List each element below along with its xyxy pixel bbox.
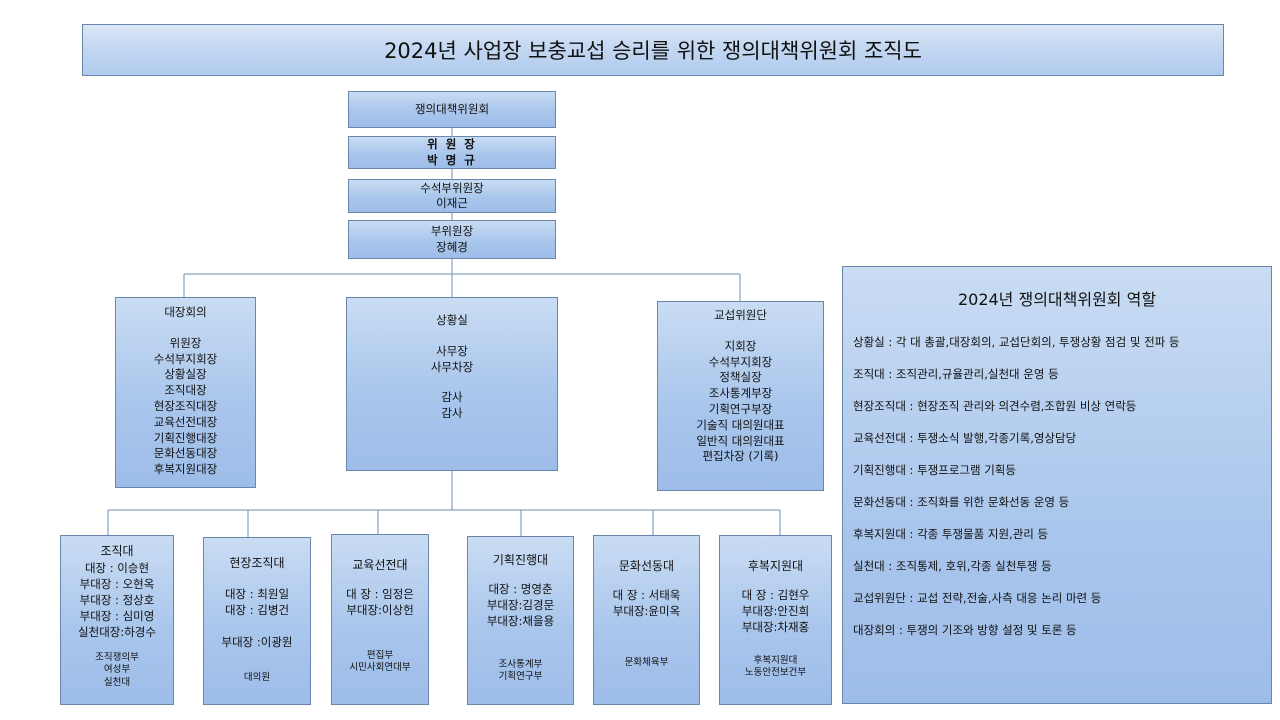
committee-box: 쟁의대책위원회	[348, 91, 556, 128]
dept-field-organizing: 현장조직대 대장 : 최원일 대장 : 김병건 부대장 :이광원 대의원	[203, 537, 311, 705]
dept-leader: 대 장 : 김현우	[741, 587, 810, 602]
senior-vice-name: 이재근	[436, 196, 468, 210]
dept-leader: 대장 : 이승현	[84, 560, 150, 575]
dept-leader: 부대장:채을용	[486, 613, 555, 628]
leaders-meeting-member: 조직대장	[164, 383, 207, 398]
leaders-meeting-member: 현장조직대장	[153, 398, 218, 413]
negotiation-team-member: 기획연구부장	[708, 401, 773, 416]
leaders-meeting-member: 후복지원대장	[153, 462, 218, 477]
leaders-meeting-box: 대장회의 위원장 수석부지회장 상황실장 조직대장 현장조직대장 교육선전대장 …	[115, 297, 256, 488]
senior-vice-label: 수석부위원장	[420, 180, 484, 195]
negotiation-team-member: 조사통계부장	[708, 386, 773, 401]
situation-room-member: 감사	[441, 406, 463, 421]
negotiation-team-member: 수석부지회장	[708, 354, 773, 369]
dept-leader: 부대장 : 심미영	[79, 608, 155, 623]
role-item: 실천대 : 조직통제, 호위,각종 실천투쟁 등	[853, 559, 1052, 573]
situation-room-box: 상황실 사무장 사무차장 감사 감사	[346, 297, 558, 471]
chair-label: 위 원 장	[427, 137, 477, 151]
role-item: 현장조직대 : 현장조직 관리와 의견수렴,조합원 비상 연락등	[853, 399, 1137, 413]
situation-room-title: 상황실	[436, 313, 468, 327]
dept-leader: 부대장:윤미옥	[612, 603, 681, 618]
committee-label: 쟁의대책위원회	[414, 101, 490, 116]
negotiation-team-member: 정책실장	[719, 370, 762, 385]
dept-title: 문화선동대	[618, 559, 675, 573]
leaders-meeting-title: 대장회의	[164, 305, 207, 319]
dept-unit: 편집부	[366, 649, 394, 661]
dept-unit: 조직쟁의부	[95, 651, 139, 663]
vice-box: 부위원장 장혜경	[348, 220, 556, 259]
dept-leader: 부대장 : 오현옥	[79, 576, 155, 591]
dept-title: 후복지원대	[747, 559, 804, 573]
dept-leader: 실천대장:하경수	[78, 624, 156, 639]
role-item: 조직대 : 조직관리,규율관리,실천대 운영 등	[853, 367, 1059, 381]
role-item: 교육선전대 : 투쟁소식 발행,각종기록,영상담당	[853, 431, 1077, 445]
dept-leader: 대 장 : 임정은	[346, 586, 414, 601]
dept-leader: 대장 : 명영춘	[488, 581, 553, 596]
role-item: 대장회의 : 투쟁의 기조와 방향 설정 및 토론 등	[853, 623, 1077, 637]
dept-leader: 대장 : 최원일	[224, 586, 290, 601]
negotiation-team-member: 지회장	[724, 338, 757, 353]
dept-title: 교육선전대	[352, 558, 408, 572]
dept-leader: 부대장:김경문	[486, 597, 555, 612]
leaders-meeting-member: 상황실장	[164, 367, 207, 382]
negotiation-team-title: 교섭위원단	[714, 308, 767, 322]
vice-label: 부위원장	[430, 224, 474, 238]
dept-leader: 부대장:이상헌	[346, 602, 414, 617]
dept-title: 조직대	[100, 544, 134, 558]
dept-education: 교육선전대 대 장 : 임정은 부대장:이상헌 편집부 시민사회연대부	[331, 534, 429, 705]
dept-planning: 기획진행대 대장 : 명영춘 부대장:김경문 부대장:채을용 조사통계부 기획연…	[467, 536, 574, 705]
dept-leader: 부대장 :이광원	[221, 634, 293, 649]
situation-room-member: 사무장	[436, 343, 468, 358]
negotiation-team-box: 교섭위원단 지회장 수석부지회장 정책실장 조사통계부장 기획연구부장 기술직 …	[657, 301, 824, 491]
page-title: 2024년 사업장 보충교섭 승리를 위한 쟁의대책위원회 조직도	[82, 24, 1224, 76]
role-item: 후복지원대 : 각종 투쟁물품 지원,관리 등	[853, 527, 1049, 541]
page-title-text: 2024년 사업장 보충교섭 승리를 위한 쟁의대책위원회 조직도	[384, 39, 922, 63]
dept-unit: 실천대	[103, 676, 131, 688]
dept-unit: 조사통계부	[498, 658, 543, 670]
dept-leader: 부대장 : 정상호	[79, 592, 155, 607]
vice-name: 장혜경	[436, 239, 468, 254]
dept-unit: 후복지원대	[753, 654, 798, 666]
role-item: 문화선동대 : 조직화를 위한 문화선동 운영 등	[853, 495, 1070, 509]
dept-unit: 대의원	[243, 671, 271, 683]
dept-organizing: 조직대 대장 : 이승현 부대장 : 오현옥 부대장 : 정상호 부대장 : 심…	[60, 535, 174, 705]
dept-unit: 시민사회연대부	[349, 662, 411, 673]
chair-box: 위 원 장 박 명 규	[348, 136, 556, 169]
dept-title: 현장조직대	[229, 556, 285, 570]
dept-leader: 대 장 : 서태욱	[612, 587, 681, 602]
role-item: 교섭위원단 : 교섭 전략,전술,사측 대응 논리 마련 등	[853, 591, 1102, 605]
leaders-meeting-member: 수석부지회장	[153, 351, 218, 366]
role-item: 상황실 : 각 대 총괄,대장회의, 교섭단회의, 투쟁상황 점검 및 전파 등	[853, 335, 1180, 349]
role-item: 기획진행대 : 투쟁프로그램 기획등	[853, 463, 1016, 477]
situation-room-member: 사무차장	[430, 359, 474, 374]
leaders-meeting-member: 위원장	[169, 335, 202, 350]
dept-leader: 대장 : 김병건	[224, 602, 290, 617]
negotiation-team-member: 기술직 대의원대표	[696, 417, 785, 432]
dept-unit: 노동안전보건부	[744, 667, 807, 678]
negotiation-team-member: 일반직 대의원대표	[696, 433, 785, 448]
negotiation-team-member: 편집차장 (기록)	[702, 449, 779, 464]
dept-leader: 부대장:안진희	[741, 603, 810, 618]
dept-culture: 문화선동대 대 장 : 서태욱 부대장:윤미옥 문화체육부	[593, 535, 700, 705]
roles-panel: 2024년 쟁의대책위원회 역할 상황실 : 각 대 총괄,대장회의, 교섭단회…	[842, 266, 1272, 704]
dept-unit: 문화체육부	[624, 656, 669, 668]
roles-title: 2024년 쟁의대책위원회 역할	[957, 290, 1157, 309]
senior-vice-box: 수석부위원장 이재근	[348, 179, 556, 213]
leaders-meeting-member: 교육선전대장	[153, 414, 218, 429]
dept-leader: 부대장:차재홍	[741, 619, 810, 634]
dept-title: 기획진행대	[492, 553, 549, 567]
dept-unit: 기획연구부	[498, 671, 543, 682]
leaders-meeting-member: 기획진행대장	[153, 430, 218, 445]
chair-name: 박 명 규	[427, 152, 477, 167]
dept-welfare: 후복지원대 대 장 : 김현우 부대장:안진희 부대장:차재홍 후복지원대 노동…	[719, 535, 832, 705]
leaders-meeting-member: 문화선동대장	[153, 446, 218, 461]
situation-room-member: 감사	[441, 390, 463, 405]
dept-unit: 여성부	[103, 664, 131, 675]
